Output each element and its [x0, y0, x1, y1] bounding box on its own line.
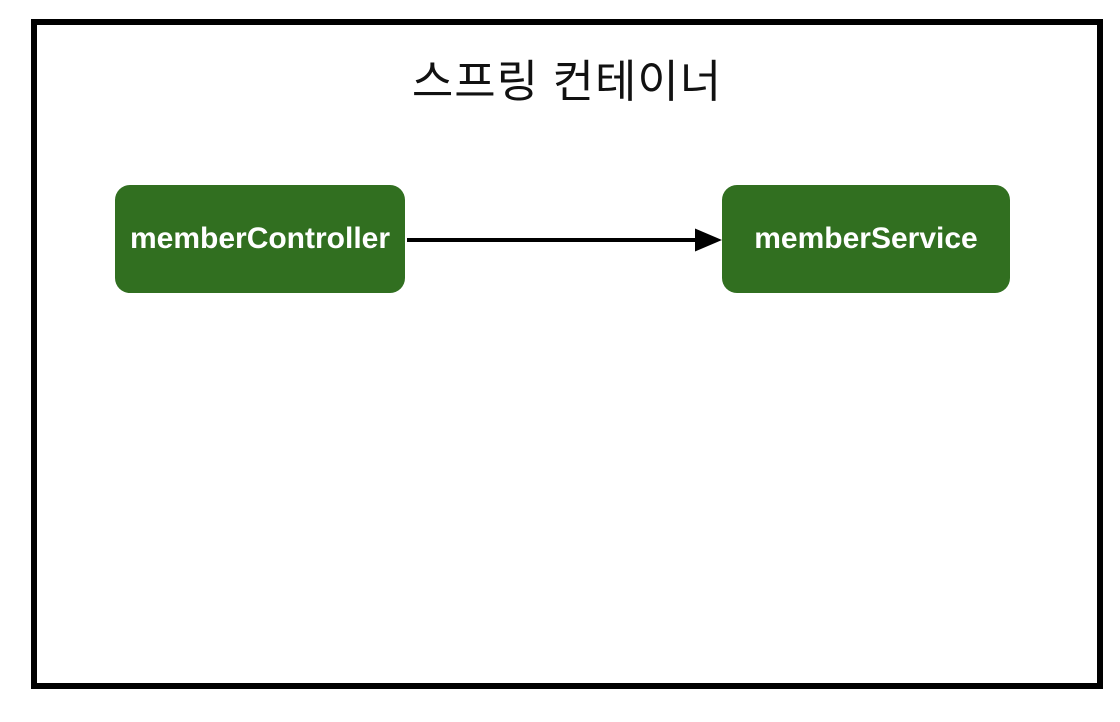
node-member-controller-label: memberController [129, 222, 391, 255]
node-member-controller: memberController [115, 185, 405, 293]
dependency-arrow [407, 228, 722, 252]
spring-container-frame: 스프링 컨테이너 memberController memberService [31, 19, 1103, 689]
node-member-service-label: memberService [754, 222, 978, 255]
node-member-service: memberService [722, 185, 1010, 293]
dependency-arrowhead-icon [695, 228, 722, 252]
diagram-title: 스프링 컨테이너 [411, 56, 723, 107]
